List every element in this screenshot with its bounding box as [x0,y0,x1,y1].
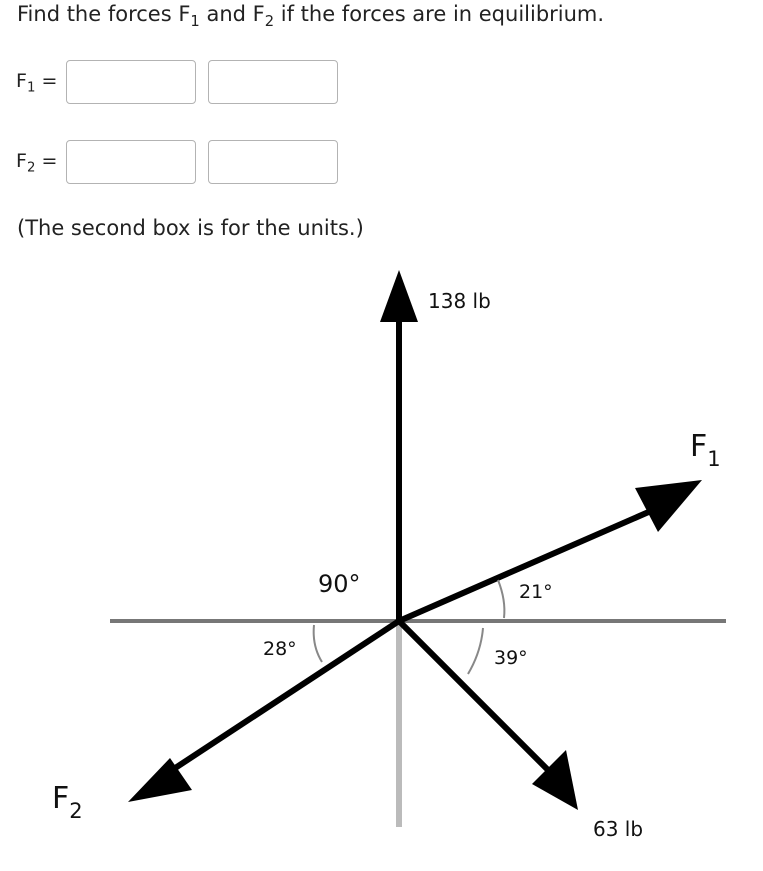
f1-answer-label: F1 = [16,70,58,96]
f2-label-sub: 2 [69,799,82,823]
angle-arc-21 [497,579,506,619]
f1-label: F1 [690,429,721,471]
f1-units-input[interactable] [208,60,338,104]
force-63-line [396,618,553,775]
question-text: Find the forces F1 and F2 if the forces … [17,2,605,31]
f1-value-input[interactable] [66,60,196,104]
angle-arc-28 [312,624,323,663]
f1-label-sub: 1 [707,447,720,471]
f2-answer-label: F2 = [16,150,58,176]
force-138-arrowhead [380,270,418,322]
angle-90-label: 90° [318,570,361,598]
angle-39-label: 39° [494,647,528,669]
f1-label-main: F [690,429,707,464]
f2-arrowhead [128,758,192,802]
angle-21-label: 21° [519,581,553,603]
f2-units-input[interactable] [208,140,338,184]
f2-line [158,618,401,781]
angle-28-label: 28° [263,638,297,660]
f2-value-input[interactable] [66,140,196,184]
units-note: (The second box is for the units.) [17,216,364,240]
f2-label: F2 [52,781,83,823]
angle-arc-39 [467,627,484,675]
f1-arrowhead [635,480,702,532]
force-63-label: 63 lb [593,817,643,841]
f1-line [397,504,662,624]
force-diagram: 138 lb 63 lb 90° 21° 39° 28° F1 F2 [52,270,726,841]
f2-label-main: F [52,781,69,816]
force-63-arrowhead [532,750,578,810]
force-138-label: 138 lb [428,289,491,313]
